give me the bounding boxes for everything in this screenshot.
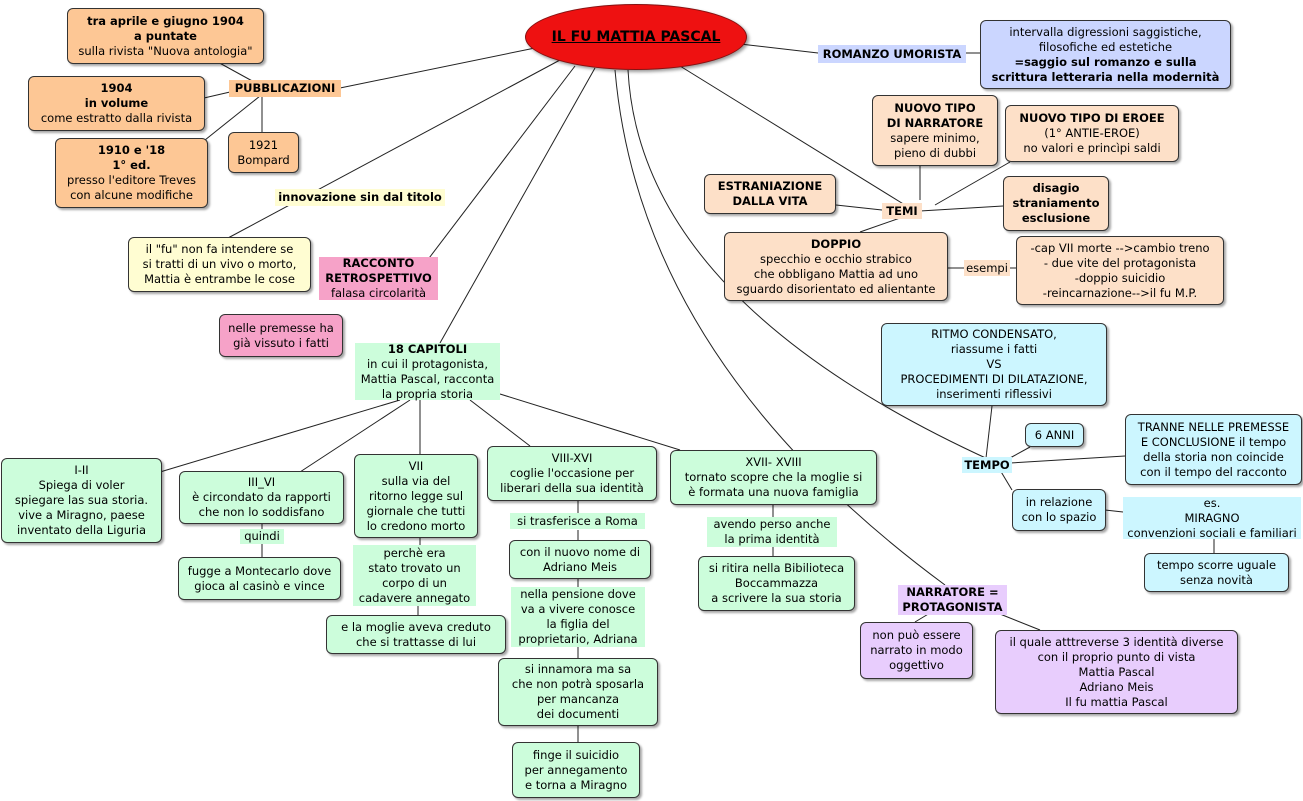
miragno-esempio-label: es. MIRAGNO convenzioni sociali e famili… [1123,496,1301,540]
estraniazione-node[interactable]: ESTRANIAZIONE DALLA VITA [704,174,836,214]
tre-identita-node[interactable]: il quale atttreverse 3 identità diverse … [995,630,1238,714]
biblioteca-node[interactable]: si ritira nella Bibilioteca Boccammazza … [698,556,855,611]
pubblicazioni-label: PUBBLICAZIONI [229,80,341,97]
saggio-node[interactable]: intervalla digressioni saggistiche, filo… [980,20,1231,89]
esempi-node[interactable]: -cap VII morte -->cambio treno - due vit… [1016,236,1224,305]
esempi-label: esempi [964,260,1010,276]
pensione-label: nella pensione dove va a vivere conosce … [511,587,645,647]
tranne-premesse-node[interactable]: TRANNE NELLE PREMESSE E CONCLUSIONE il t… [1125,414,1302,485]
capitoli-8-16-node[interactable]: VIII-XVI coglie l'occasione per liberari… [487,446,657,501]
map-title-node[interactable]: IL FU MATTIA PASCAL [525,4,747,70]
innamora-node[interactable]: si innamora ma sa che non potrà sposarla… [498,658,658,726]
capitoli-label: 18 CAPITOLI in cui il protagonista, Matt… [355,342,500,401]
nuovo-eroe-node[interactable]: NUOVO TIPO DI EROEE (1° ANTIE-EROE) no v… [1005,105,1179,162]
racconto-retrospettivo-label: RACCONTO RETROSPETTIVO falasa circolarit… [319,256,438,300]
tempo-scorre-node[interactable]: tempo scorre uguale senza novità [1144,553,1289,592]
trasferisce-roma-label: si trasferisce a Roma [510,513,645,529]
narratore-protagonista-label: NARRATORE = PROTAGONISTA [898,585,1007,615]
montecarlo-node[interactable]: fugge a Montecarlo dove gioca al casinò … [178,557,341,600]
map-title: IL FU MATTIA PASCAL [551,29,721,45]
romanzo-umorista-label: ROMANZO UMORISTA [818,45,966,63]
fu-titolo-node[interactable]: il "fu" non fa intendere se si tratti di… [128,237,311,292]
cadavere-label: perchè era stato trovato un corpo di un … [353,545,476,606]
tempo-label: TEMPO [962,457,1012,473]
innovazione-label: innovazione sin dal titolo [275,189,445,206]
quindi-label: quindi [240,529,284,544]
temi-label: TEMI [882,203,922,219]
pubblicazione-1921-bompard[interactable]: 1921 Bompard [228,132,299,173]
capitoli-3-6-node[interactable]: III_VI è circondato da rapporti che non … [179,471,344,524]
adriano-meis-node[interactable]: con il nuovo nome di Adriano Meis [509,540,651,579]
capitoli-17-18-node[interactable]: XVII- XVIII tornato scopre che la moglie… [670,450,877,505]
sei-anni-node[interactable]: 6 ANNI [1025,423,1084,447]
pubblicazione-1904-rivista[interactable]: tra aprile e giugno 1904 a puntate sulla… [67,8,264,64]
non-oggettivo-node[interactable]: non può essere narrato in modo oggettivo [860,622,973,679]
moglie-creduto-node[interactable]: e la moglie aveva creduto che si trattas… [326,615,506,654]
doppio-node[interactable]: DOPPIO specchio e occhio strabico che ob… [724,232,948,301]
relazione-spazio-node[interactable]: in relazione con lo spazio [1012,489,1106,531]
premesse-node[interactable]: nelle premesse ha già vissuto i fatti [219,314,343,357]
nuovo-narratore-node[interactable]: NUOVO TIPO DI NARRATORE sapere minimo, p… [872,95,998,166]
capitolo-7-node[interactable]: VII sulla via del ritorno legge sul gior… [354,454,478,538]
pubblicazione-1910-treves[interactable]: 1910 e '18 1° ed. presso l'editore Treve… [55,138,208,208]
pubblicazione-1904-volume[interactable]: 1904 in volume come estratto dalla rivis… [28,76,205,131]
disagio-node[interactable]: disagio straniamento esclusione [1003,176,1109,231]
finge-suicidio-node[interactable]: finge il suicidio per annegamento e torn… [512,742,640,798]
ritmo-node[interactable]: RITMO CONDENSATO, riassume i fatti VS PR… [881,323,1107,406]
capitoli-1-2-node[interactable]: I-II Spiega di voler spiegare las sua st… [1,458,162,543]
perso-identita-label: avendo perso anche la prima identità [707,517,837,547]
